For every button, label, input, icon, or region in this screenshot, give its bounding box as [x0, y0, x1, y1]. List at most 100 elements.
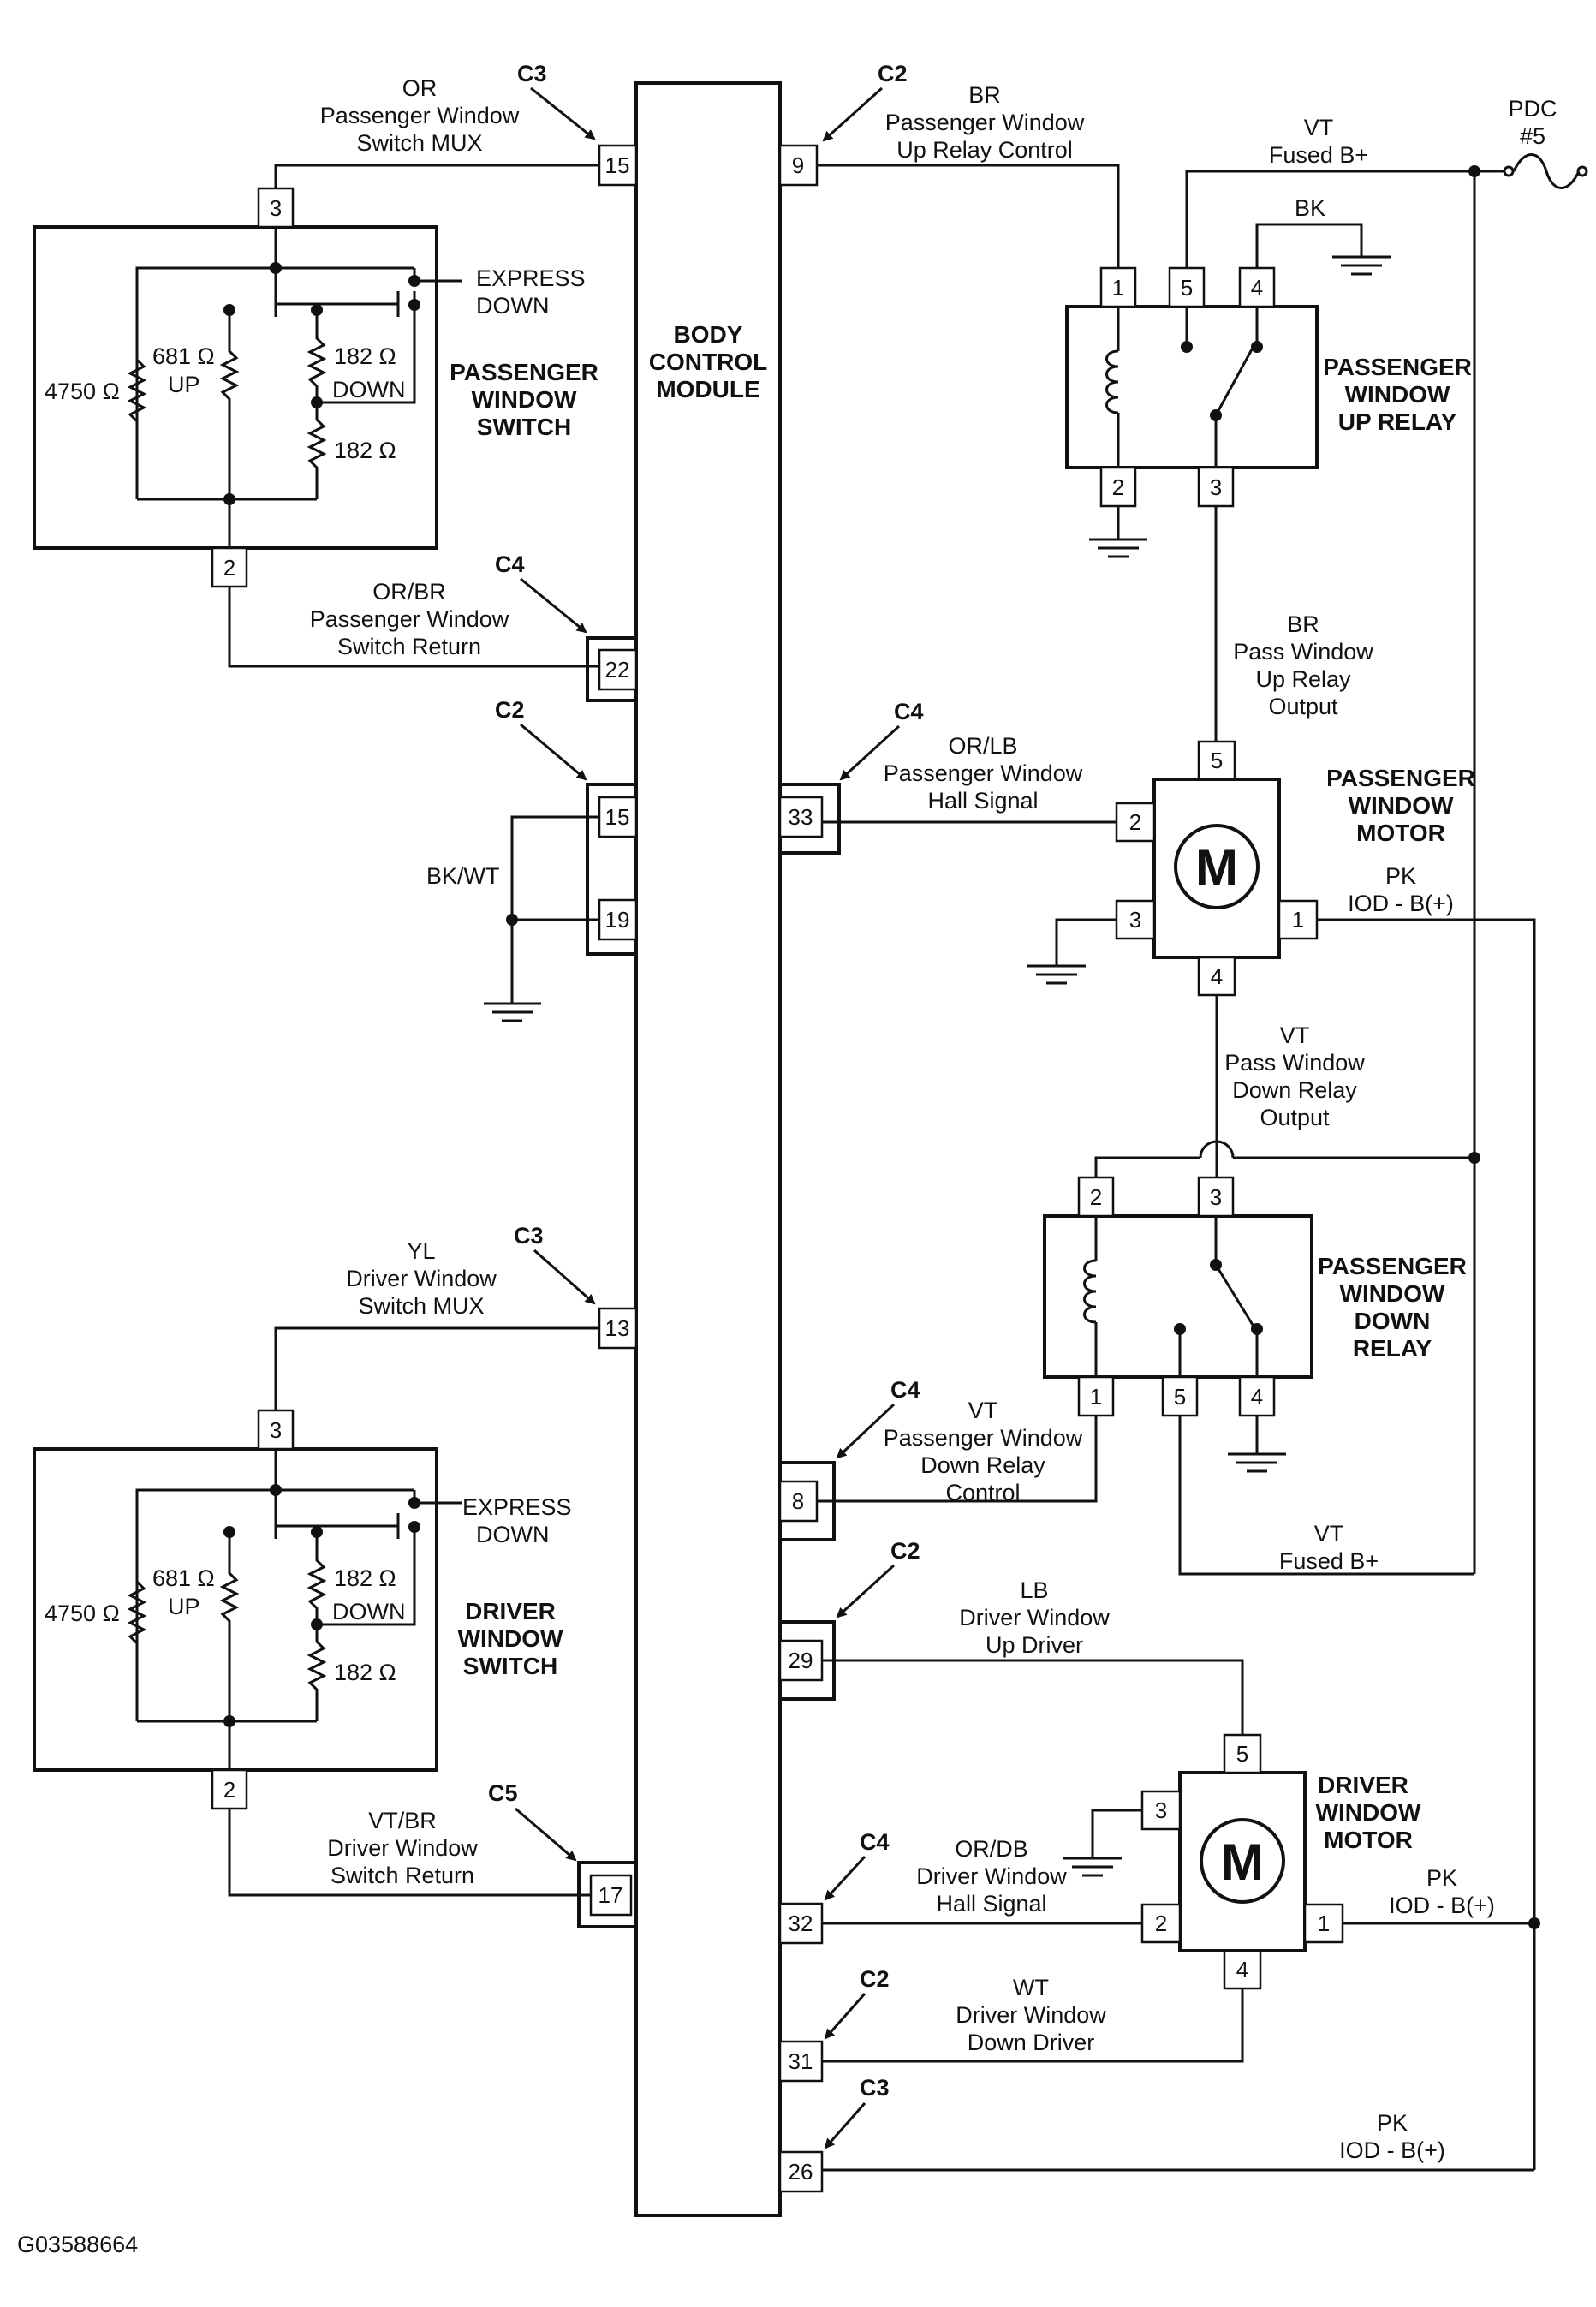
- module-label-3: MODULE: [656, 376, 759, 402]
- label-wires-w8-1: Pass Window: [1233, 639, 1373, 665]
- label-pins-dr4: 4: [1251, 1384, 1263, 1410]
- label-wires-w13-2: Down Relay: [920, 1452, 1045, 1478]
- label-wires-w8-0: BR: [1287, 611, 1319, 637]
- label-components-pass_switch-line2: WINDOW: [472, 386, 577, 413]
- label-components-driver_motor-line3: MOTOR: [1324, 1827, 1413, 1853]
- label-pins-psw2: 2: [223, 555, 235, 581]
- label-pins-psw3: 3: [270, 195, 282, 221]
- label-components-pass_motor-line1: PASSENGER: [1326, 765, 1475, 791]
- passenger-window-switch: 3 2 4750 Ω 681 Ω UP 182 Ω: [33, 164, 599, 668]
- label-components-pass_switch-line1: PASSENGER: [450, 359, 598, 385]
- label-switch_internals-r3: 182 Ω: [334, 1565, 396, 1591]
- label-wires-w20-0: PK: [1377, 2110, 1408, 2136]
- label-wires-w10-0: PK: [1385, 863, 1416, 889]
- label-wires-w4-0: BR: [968, 82, 1001, 108]
- label-wires-w11-1: Pass Window: [1224, 1050, 1365, 1076]
- label-components-pass_motor-symbol: M: [1195, 839, 1238, 897]
- label-wires-w16-0: VT/BR: [368, 1808, 437, 1833]
- label-components-pass_switch-line3: SWITCH: [477, 414, 571, 440]
- label-pins-p26: 26: [789, 2159, 813, 2185]
- label-wires-w5-0: VT: [1304, 115, 1334, 140]
- label-wires-w4-1: Passenger Window: [885, 110, 1085, 135]
- connector-c4-label-1: C4: [495, 551, 525, 577]
- label-components-driver_motor-line2: WINDOW: [1316, 1799, 1421, 1826]
- label-switch_internals-express1: EXPRESS: [462, 1494, 572, 1520]
- label-switch_internals-express1: EXPRESS: [476, 265, 586, 291]
- label-wires-w20-1: IOD - B(+): [1339, 2137, 1445, 2163]
- label-pins-pm3: 3: [1129, 907, 1141, 933]
- label-wires-w7-0: PDC: [1508, 96, 1557, 122]
- figure-id: G03588664: [17, 2232, 138, 2257]
- label-wires-w18-0: PK: [1426, 1865, 1457, 1891]
- label-components-pass_down_relay-line3: DOWN: [1355, 1308, 1431, 1334]
- label-wires-w2-1: Passenger Window: [310, 606, 509, 632]
- passenger-window-motor: M 5 2 3 1 4 PASSENGER WINDOW MOTOR: [1115, 740, 1475, 997]
- label-wires-w13-0: VT: [968, 1398, 998, 1423]
- label-pins-p17: 17: [598, 1882, 623, 1908]
- label-pins-pm4: 4: [1211, 963, 1223, 989]
- label-wires-w12-2: Switch MUX: [358, 1293, 484, 1319]
- label-wires-w13-3: Control: [945, 1480, 1020, 1505]
- label-wires-w4-2: Up Relay Control: [896, 137, 1073, 163]
- label-pins-ur4: 4: [1251, 275, 1263, 301]
- label-wires-w8-3: Output: [1268, 694, 1338, 719]
- label-components-pass_up_relay-line1: PASSENGER: [1323, 354, 1472, 380]
- label-components-pass_up_relay-line3: UP RELAY: [1338, 408, 1457, 435]
- label-wires-w17-2: Hall Signal: [936, 1891, 1046, 1917]
- label-switch_internals-r2: 681 Ω: [152, 1565, 215, 1591]
- label-wires-w9-1: Passenger Window: [884, 760, 1083, 786]
- passenger-window-up-relay: 1 5 4 2 3 PASSENGER WINDOW UP RELAY: [1065, 266, 1472, 508]
- label-pins-dr5: 5: [1174, 1384, 1186, 1410]
- label-components-driver_switch-line1: DRIVER: [465, 1598, 556, 1624]
- module-label-1: BODY: [674, 321, 743, 348]
- bcm-pin-9-c2: [778, 144, 819, 187]
- label-wires-w1-1: Passenger Window: [320, 103, 520, 128]
- bcm-pin-29-c2: [778, 1639, 824, 1682]
- label-wires-w19-2: Down Driver: [968, 2030, 1095, 2055]
- label-wires-w14-0: VT: [1314, 1521, 1344, 1547]
- label-switch_internals-r4: 182 Ω: [334, 438, 396, 463]
- connector-c2-label-2: C2: [878, 61, 908, 86]
- label-wires-w9-0: OR/LB: [948, 733, 1017, 759]
- label-switch_internals-r3_sub: DOWN: [332, 1599, 405, 1624]
- label-wires-w2-0: OR/BR: [372, 579, 446, 605]
- label-pins-p29: 29: [789, 1648, 813, 1673]
- connector-c2-label-1: C2: [495, 697, 525, 723]
- bcm-pin-13-c3: [598, 1307, 638, 1350]
- label-pins-p32: 32: [789, 1911, 813, 1936]
- label-wires-w15-0: LB: [1020, 1577, 1048, 1603]
- connector-c2-label-4: C2: [860, 1966, 890, 1992]
- bcm-pin-26-c3: [778, 2150, 824, 2193]
- label-switch_internals-r2: 681 Ω: [152, 343, 215, 369]
- label-wires-w15-1: Driver Window: [959, 1605, 1110, 1630]
- connector-c4-label-3: C4: [890, 1377, 920, 1403]
- label-wires-w13-1: Passenger Window: [884, 1425, 1083, 1451]
- label-wires-w11-2: Down Relay: [1232, 1077, 1357, 1103]
- label-pins-ur5: 5: [1181, 275, 1193, 301]
- connector-c3-label-3: C3: [860, 2075, 890, 2101]
- label-pins-pm5: 5: [1211, 748, 1223, 773]
- label-switch_internals-r1: 4750 Ω: [45, 1601, 120, 1626]
- label-wires-w8-2: Up Relay: [1255, 666, 1351, 692]
- label-wires-w14-1: Fused B+: [1279, 1548, 1379, 1574]
- label-components-driver_switch-line2: WINDOW: [458, 1625, 563, 1652]
- body-control-module: [634, 81, 782, 2217]
- label-wires-w7-1: #5: [1520, 123, 1545, 149]
- label-components-driver_switch-line3: SWITCH: [463, 1653, 557, 1679]
- label-wires-w12-0: YL: [407, 1238, 435, 1264]
- label-pins-p33: 33: [789, 804, 813, 830]
- label-pins-dm3: 3: [1155, 1797, 1167, 1823]
- label-pins-p15b: 15: [605, 804, 630, 830]
- label-wires-w9-2: Hall Signal: [927, 788, 1038, 814]
- label-pins-p19: 19: [605, 907, 630, 933]
- connector-c2-label-3: C2: [890, 1538, 920, 1564]
- label-wires-w5-1: Fused B+: [1269, 142, 1368, 168]
- label-wires-w6-0: BK: [1295, 195, 1325, 221]
- label-pins-dm5: 5: [1236, 1741, 1248, 1767]
- label-pins-p13: 13: [605, 1315, 630, 1341]
- label-components-driver_motor-symbol: M: [1221, 1833, 1264, 1891]
- label-switch_internals-r2_sub: UP: [168, 1594, 200, 1619]
- bcm-pin-22-c4: [598, 648, 638, 691]
- label-switch_internals-express2: DOWN: [476, 1522, 549, 1547]
